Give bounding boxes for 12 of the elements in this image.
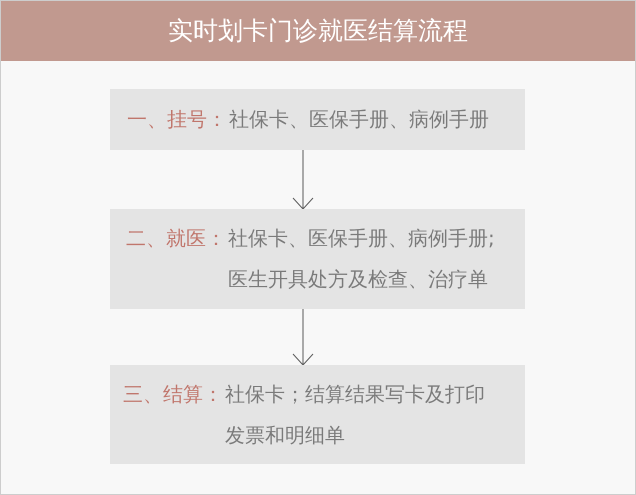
step-description: 社保卡；结算结果写卡及打印发票和明细单 bbox=[225, 380, 486, 448]
arrow bbox=[292, 308, 314, 366]
step-heading: 三、结算： bbox=[123, 380, 224, 408]
step-heading: 二、就医： bbox=[126, 225, 227, 252]
process-box bbox=[110, 365, 525, 464]
title-banner: 实时划卡门诊就医结算流程 bbox=[1, 1, 635, 61]
process-box bbox=[110, 89, 525, 150]
arrow bbox=[292, 150, 314, 210]
step-description: 社保卡、医保手册、病例手册;医生开具处方及检查、治疗单 bbox=[228, 225, 496, 293]
step-description: 社保卡、医保手册、病例手册 bbox=[229, 106, 490, 133]
process-box bbox=[110, 209, 525, 309]
step-heading: 一、挂号： bbox=[127, 106, 228, 133]
